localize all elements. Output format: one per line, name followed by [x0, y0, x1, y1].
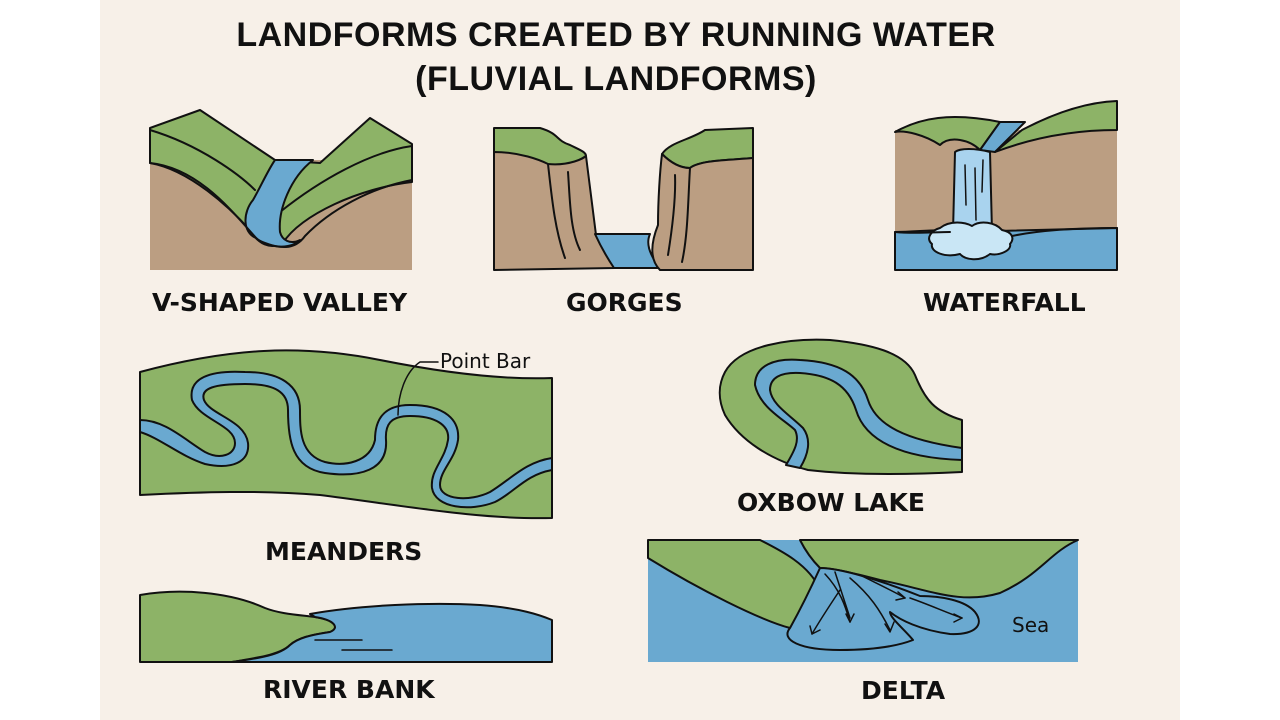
label-oxbow-lake: OXBOW LAKE: [737, 488, 925, 517]
label-river-bank: RIVER BANK: [263, 675, 435, 704]
landform-illustrations: Sea Point Bar: [139, 100, 1118, 663]
v-shaped-valley-illustration: [149, 109, 413, 270]
meanders-illustration: [139, 349, 553, 520]
river-bank-illustration: [139, 590, 553, 663]
diagram-canvas: LANDFORMS CREATED BY RUNNING WATER (FLUV…: [100, 0, 1180, 720]
title-line-1: LANDFORMS CREATED BY RUNNING WATER: [236, 16, 996, 54]
waterfall-illustration: [894, 100, 1118, 271]
label-gorges: GORGES: [566, 288, 683, 317]
label-v-shaped-valley: V-SHAPED VALLEY: [152, 288, 408, 317]
label-meanders: MEANDERS: [265, 537, 423, 566]
point-bar-label: Point Bar: [440, 349, 531, 373]
label-waterfall: WATERFALL: [923, 288, 1086, 317]
delta-illustration: Sea: [647, 539, 1079, 662]
delta-sea-label: Sea: [1012, 613, 1049, 637]
label-delta: DELTA: [861, 676, 946, 705]
oxbow-lake-illustration: [718, 338, 963, 476]
title-line-2: (FLUVIAL LANDFORMS): [415, 60, 817, 98]
gorges-illustration: [493, 127, 754, 271]
